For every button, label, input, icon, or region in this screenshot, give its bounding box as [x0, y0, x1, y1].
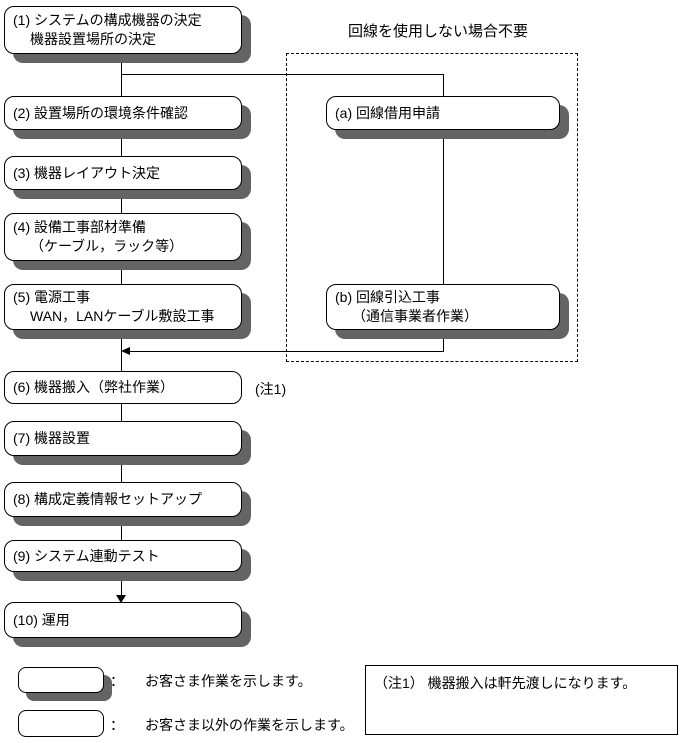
legend-noncustomer-label: お客さま以外の作業を示します。	[145, 717, 354, 733]
flow-step-4-line2: （ケーブル，ラック等）	[30, 238, 184, 254]
flow-step-4: (4) 設備工事部材準備 （ケーブル，ラック等）	[4, 213, 242, 261]
flow-step-a-line1: (a) 回線借用申請	[335, 104, 440, 121]
legend-noncustomer-box-sample	[18, 710, 104, 737]
connector-branch-a	[443, 74, 444, 96]
connector-1-2	[121, 54, 122, 96]
flow-step-10: (10) 運用	[4, 602, 242, 638]
flow-step-1-line2: 機器設置場所の決定	[30, 31, 156, 47]
connector-b-return	[443, 330, 444, 351]
flow-step-8-line1: (8) 構成定義情報セットアップ	[13, 491, 202, 507]
flow-step-7: (7) 機器設置	[4, 421, 242, 456]
flow-step-9: (9) システム連動テスト	[4, 540, 242, 572]
return-line-bottom	[129, 351, 444, 352]
legend-customer-colon: ：	[110, 673, 124, 689]
flow-step-3-line1: (3) 機器レイアウト決定	[13, 164, 160, 181]
flow-step-2: (2) 設置場所の環境条件確認	[4, 96, 242, 130]
legend-customer-label: お客さま作業を示します。	[145, 673, 312, 689]
footnote-box: （注1） 機器搬入は軒先渡しになります。	[365, 665, 678, 735]
optional-region-border	[286, 53, 578, 362]
flow-step-6: (6) 機器搬入（弊社作業）	[4, 371, 242, 404]
flow-step-4-line1: (4) 設備工事部材準備	[13, 219, 146, 235]
flow-step-1: (1) システムの構成機器の決定 機器設置場所の決定	[4, 6, 242, 54]
flow-step-9-line1: (9) システム連動テスト	[13, 547, 160, 564]
legend-noncustomer-colon: ：	[110, 717, 124, 733]
connector-6-7	[121, 404, 122, 421]
flow-step-10-line1: (10) 運用	[13, 611, 70, 628]
flow-step-b-line1: (b) 回線引込工事	[335, 289, 440, 305]
legend-noncustomer-row: ： お客さま以外の作業を示します。	[110, 715, 354, 735]
flow-step-7-line1: (7) 機器設置	[13, 430, 90, 446]
connector-2-3	[121, 130, 122, 156]
flow-step-5-line2: WAN，LANケーブル敷設工事	[30, 308, 215, 324]
flow-step-b-line2: （通信事業者作業）	[352, 308, 478, 324]
note1-reference: (注1)	[255, 381, 287, 397]
connector-9-10	[121, 572, 122, 595]
flow-step-5-line1: (5) 電源工事	[13, 289, 90, 305]
flow-step-8: (8) 構成定義情報セットアップ	[4, 482, 242, 517]
flow-step-2-line1: (2) 設置場所の環境条件確認	[13, 104, 188, 121]
optional-region-note: 回線を使用しない場合不要	[348, 23, 529, 40]
flow-step-6-line1: (6) 機器搬入（弊社作業）	[13, 379, 174, 395]
legend-customer-row: ： お客さま作業を示します。	[110, 671, 312, 691]
arrowhead-left-icon	[121, 347, 130, 355]
arrowhead-down-icon	[116, 595, 126, 603]
branch-line-top	[121, 74, 443, 75]
connector-a-b	[443, 130, 444, 284]
connector-3-4	[121, 190, 122, 213]
flow-step-3: (3) 機器レイアウト決定	[4, 156, 242, 190]
connector-8-9	[121, 517, 122, 540]
footnote-text: （注1） 機器搬入は軒先渡しになります。	[374, 675, 637, 691]
legend-customer-box-sample	[18, 667, 104, 693]
flow-step-1-line1: (1) システムの構成機器の決定	[13, 12, 202, 28]
flow-step-b: (b) 回線引込工事 （通信事業者作業）	[326, 284, 560, 330]
flow-step-5: (5) 電源工事 WAN，LANケーブル敷設工事	[4, 284, 242, 330]
connector-4-5	[121, 261, 122, 284]
connector-7-8	[121, 456, 122, 482]
flow-step-a: (a) 回線借用申請	[326, 96, 560, 130]
